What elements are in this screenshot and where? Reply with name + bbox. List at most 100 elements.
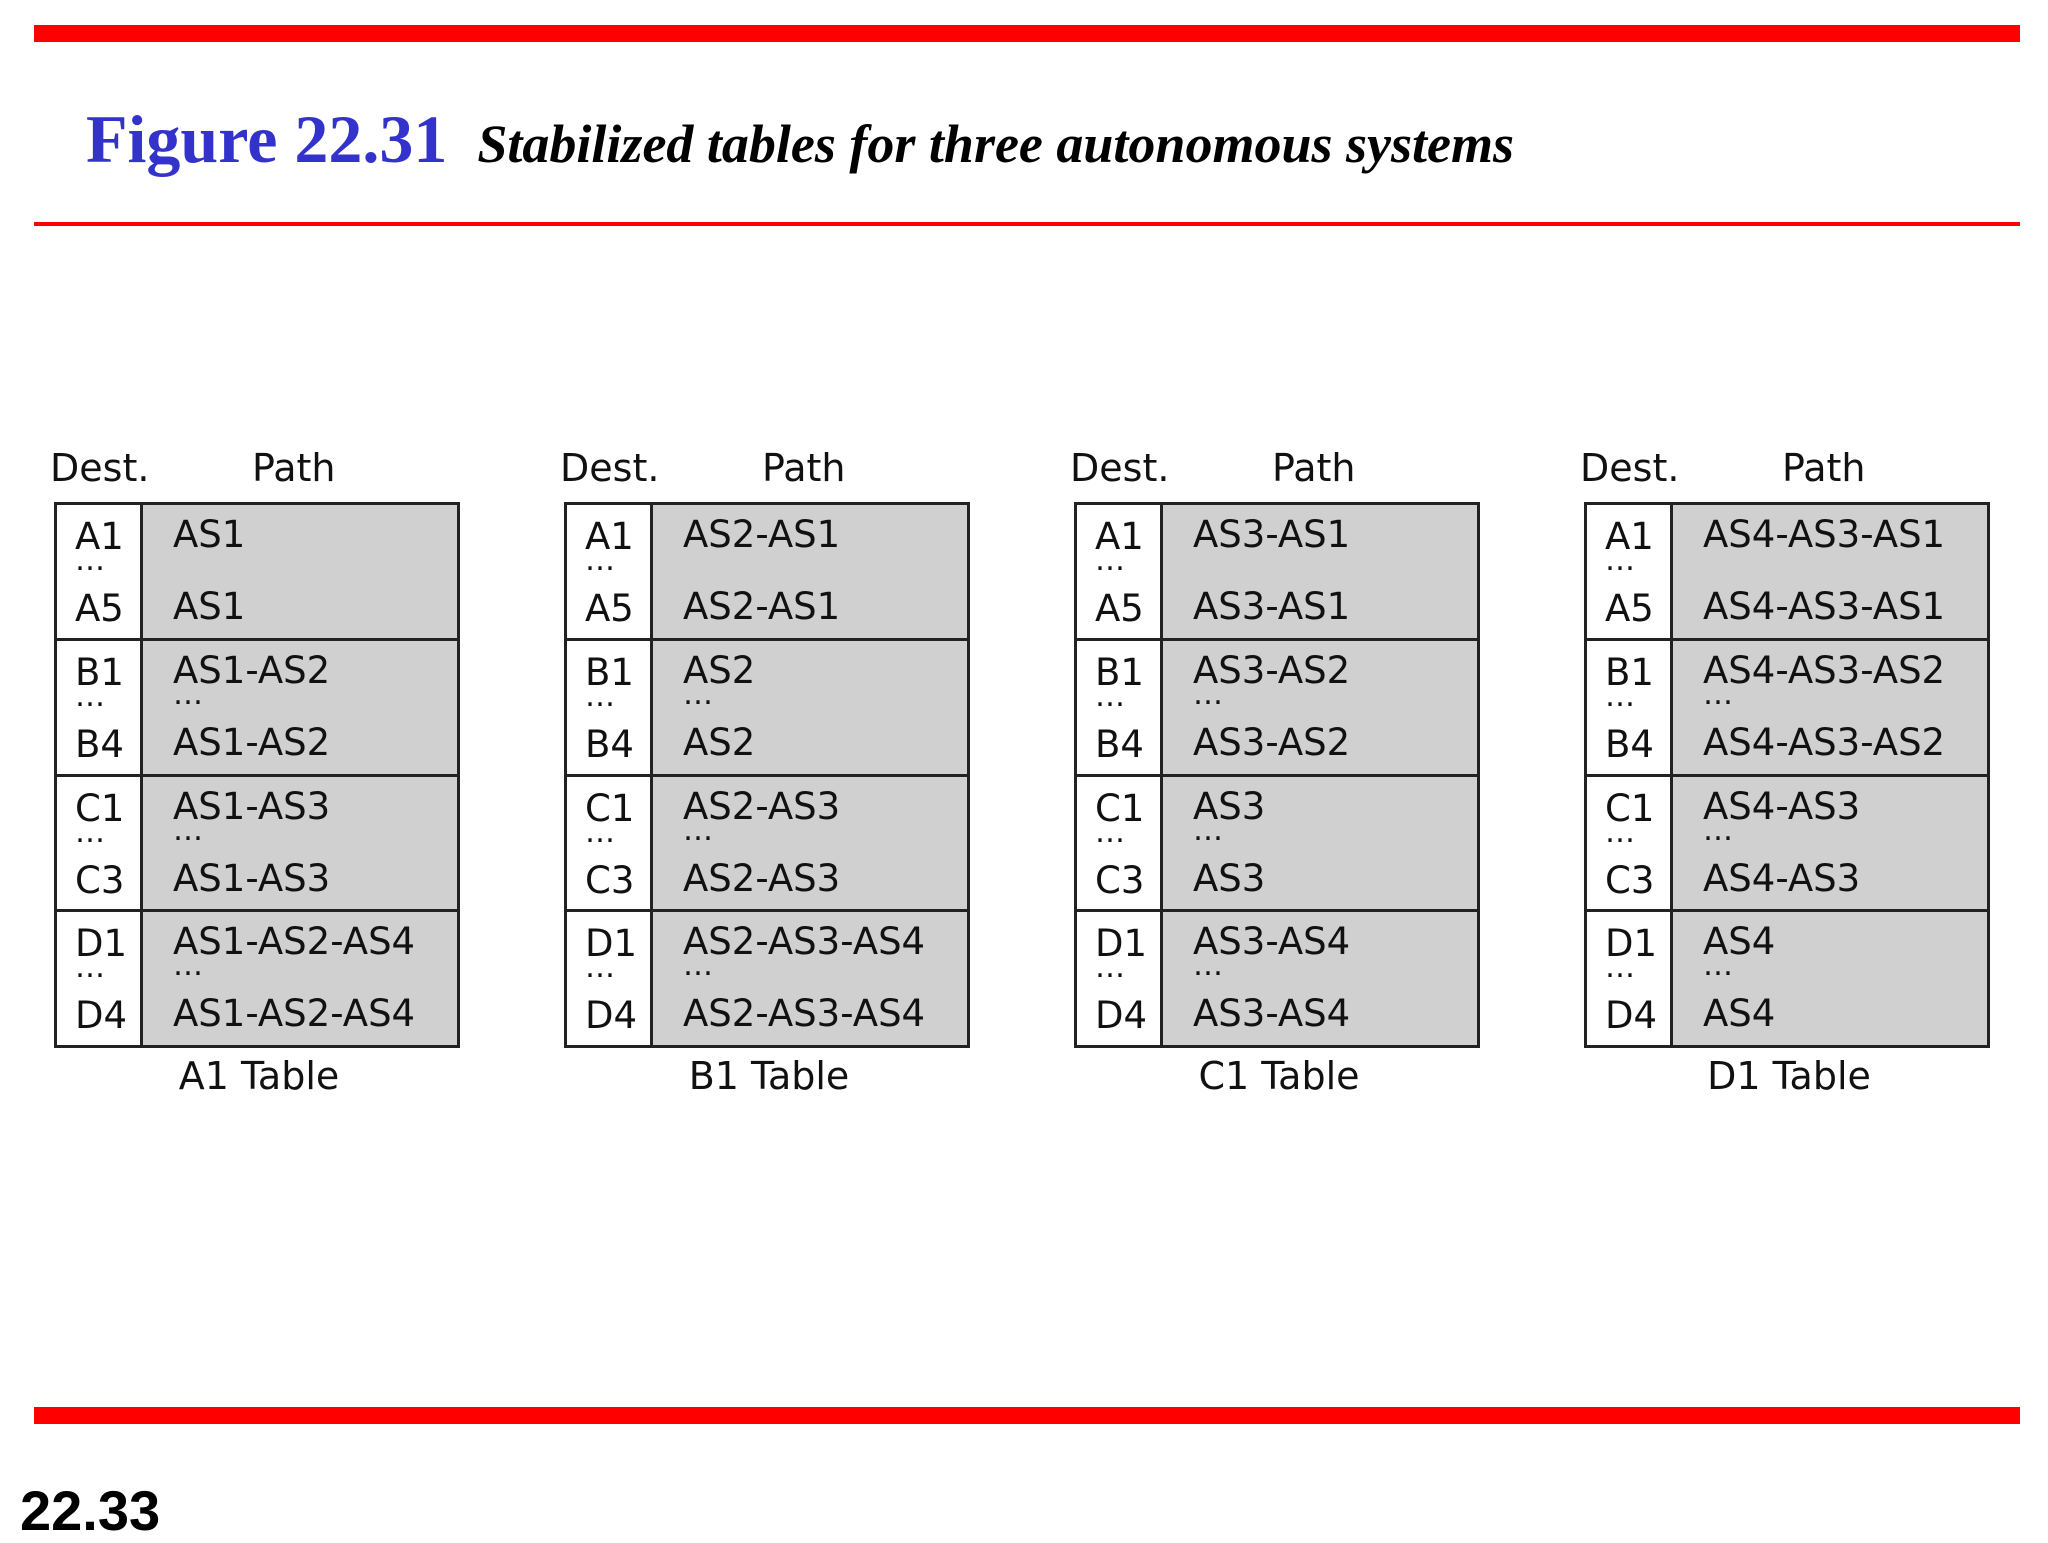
- dest-first: B1: [585, 650, 634, 694]
- dest-last: D4: [1095, 994, 1148, 1038]
- dest-first: A1: [75, 515, 124, 558]
- table-caption: B1 Table: [688, 1054, 850, 1098]
- path-last: AS4: [1703, 992, 1776, 1036]
- path-ellipsis: …: [683, 676, 715, 712]
- path-cell: AS3-AS2…AS3-AS2: [1163, 640, 1477, 774]
- dest-first: A1: [1095, 515, 1144, 558]
- dest-last: A5: [585, 587, 634, 630]
- dest-ellipsis: …: [75, 543, 107, 578]
- dest-last: A5: [1605, 587, 1654, 630]
- path-first: AS3-AS2: [1193, 648, 1351, 692]
- path-last: AS3: [1193, 856, 1266, 900]
- dest-cell: C1… C3: [1587, 776, 1673, 910]
- dest-column-header: Dest.: [1580, 446, 1680, 490]
- table-caption: A1 Table: [178, 1054, 340, 1098]
- path-last: AS4-AS3-AS2: [1703, 720, 1946, 764]
- path-first: AS1: [173, 513, 246, 556]
- dest-first: D1: [1605, 922, 1658, 966]
- path-cell: AS2-AS3-AS4…AS2-AS3-AS4: [653, 912, 967, 1045]
- top-red-rule: [34, 25, 2020, 42]
- path-ellipsis: …: [1193, 676, 1225, 712]
- dest-ellipsis: …: [1605, 814, 1637, 850]
- dest-ellipsis: …: [585, 678, 617, 714]
- dest-column-header: Dest.: [560, 446, 660, 490]
- dest-ellipsis: …: [75, 678, 107, 714]
- dest-cell: C1…C3: [1077, 776, 1163, 910]
- dest-ellipsis: …: [75, 950, 107, 986]
- dest-first: C1: [585, 786, 635, 830]
- path-first: AS4-AS3-AS2: [1703, 648, 1946, 692]
- dest-first: C1: [1605, 786, 1655, 830]
- path-last: AS4-AS3-AS1: [1703, 585, 1946, 628]
- path-last: AS1-AS3: [173, 856, 331, 900]
- path-first: AS3-AS4: [1193, 920, 1351, 964]
- dest-last: B4: [1095, 722, 1144, 766]
- dest-cell: D1…D4: [567, 912, 653, 1045]
- dest-last: D4: [75, 994, 128, 1038]
- dest-cell: A1…A5: [57, 505, 143, 638]
- dest-cell: A1…A5: [1587, 505, 1673, 638]
- bottom-red-rule: [34, 1407, 2020, 1424]
- dest-last: C3: [75, 858, 125, 902]
- path-ellipsis: …: [173, 812, 205, 848]
- path-ellipsis: …: [1193, 812, 1225, 848]
- path-last: AS1-AS2: [173, 720, 331, 764]
- dest-cell: C1…C3: [57, 776, 143, 910]
- dest-ellipsis: …: [585, 543, 617, 578]
- figure-caption: Stabilized tables for three autonomous s…: [477, 114, 1514, 174]
- figure-number: Figure 22.31: [86, 101, 448, 177]
- dest-last: C3: [1095, 858, 1145, 902]
- dest-first: B1: [75, 650, 124, 694]
- path-first: AS4: [1703, 920, 1776, 964]
- dest-first: B1: [1605, 650, 1654, 694]
- page-number: 22.33: [20, 1479, 161, 1542]
- dest-ellipsis: …: [1095, 950, 1127, 986]
- dest-column-header: Dest.: [1070, 446, 1170, 490]
- dest-ellipsis: …: [1605, 950, 1637, 986]
- path-first: AS4-AS3: [1703, 784, 1861, 828]
- dest-ellipsis: …: [1095, 814, 1127, 850]
- path-column-header: Path: [252, 446, 336, 490]
- path-last: AS2-AS3-AS4: [683, 992, 926, 1036]
- path-last: AS3-AS4: [1193, 992, 1351, 1036]
- path-first: AS3: [1193, 784, 1266, 828]
- dest-last: D4: [1605, 994, 1658, 1038]
- dest-last: B4: [75, 722, 124, 766]
- dest-last: C3: [1605, 858, 1655, 902]
- path-cell: AS1-AS2…AS1-AS2: [143, 640, 457, 774]
- path-last: AS2: [683, 720, 756, 764]
- dest-first: D1: [585, 922, 638, 966]
- dest-last: C3: [585, 858, 635, 902]
- dest-first: D1: [75, 922, 128, 966]
- dest-ellipsis: …: [75, 814, 107, 850]
- path-ellipsis: …: [683, 812, 715, 848]
- dest-last: B4: [585, 722, 634, 766]
- path-first: AS1-AS3: [173, 784, 331, 828]
- path-ellipsis: …: [683, 948, 715, 984]
- table-caption: C1 Table: [1198, 1054, 1360, 1098]
- dest-cell: D1… D4: [57, 912, 143, 1045]
